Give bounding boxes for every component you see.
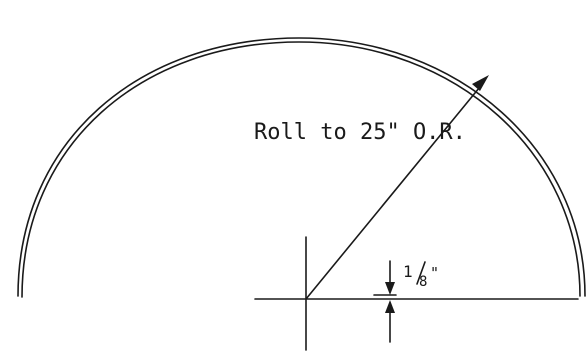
thickness-numerator: 1 bbox=[403, 262, 413, 281]
thickness-arrow-lower-head bbox=[385, 300, 395, 313]
radius-arrowhead bbox=[472, 75, 489, 91]
thickness-arrow-upper-head bbox=[385, 282, 395, 295]
inner-arc bbox=[21, 41, 581, 298]
radius-dimension-line bbox=[305, 81, 485, 300]
thickness-denominator: 8 bbox=[419, 274, 427, 290]
radius-label: Roll to 25" O.R. bbox=[254, 120, 466, 145]
outer-arc bbox=[17, 37, 586, 297]
thickness-label: 1 8 " bbox=[403, 261, 439, 290]
thickness-inch-mark: " bbox=[430, 264, 439, 282]
thickness-fraction-bar bbox=[416, 261, 426, 285]
